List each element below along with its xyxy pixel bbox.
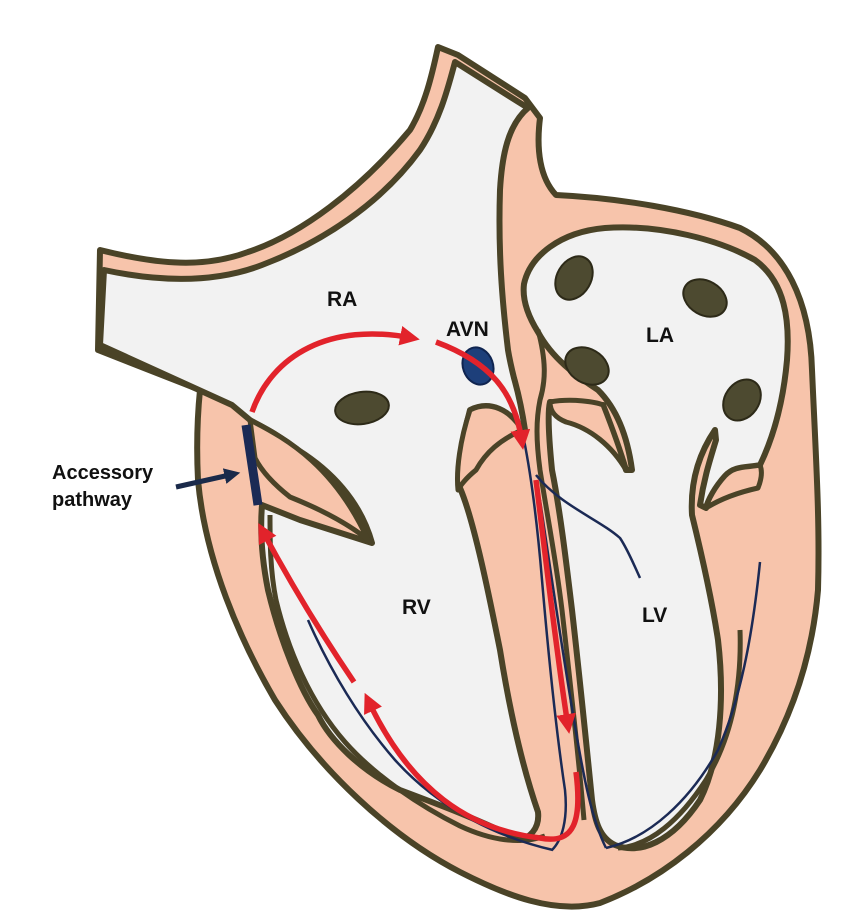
pulmonary-vein-opening-3: [564, 346, 610, 386]
septal-descending-arrow: [533, 479, 576, 734]
pulmonary-vein-opening-4: [722, 378, 762, 422]
label-la: LA: [646, 324, 674, 347]
mitral-leaflet-lateral: [703, 462, 764, 511]
his-bundle-fiber: [522, 439, 567, 851]
label-accessory-line2: pathway: [52, 489, 133, 511]
accessory-pathway: [241, 424, 263, 506]
label-avn: AVN: [446, 318, 489, 341]
arrow-right-icon: [175, 468, 241, 490]
pulmonary-vein-opening-2: [682, 278, 728, 318]
avn-to-septum-arrow: [435, 339, 531, 450]
label-lv: LV: [642, 604, 667, 627]
mitral-leaflet-septal: [547, 397, 629, 473]
rv-inner-wall: [267, 514, 546, 843]
right-bundle-branch-fiber: [306, 619, 554, 852]
coronary-sinus-opening: [334, 390, 390, 426]
label-accessory-line1: Accessory: [52, 462, 154, 484]
free-wall-ascending-arrow: [258, 523, 357, 684]
lv-inner-wall: [617, 629, 743, 851]
left-bundle-branch-fiber: [535, 474, 642, 579]
tricuspid-leaflet-septal: [455, 403, 525, 493]
tricuspid-leaflet-right: [247, 417, 375, 546]
label-ra: RA: [327, 288, 357, 311]
atrial-conduction-arrow: [249, 326, 420, 413]
label-rv: RV: [402, 596, 431, 619]
apical-return-arrow: [364, 692, 581, 842]
lv-purkinje-fiber: [605, 561, 762, 850]
pulmonary-vein-opening-1: [554, 255, 594, 301]
